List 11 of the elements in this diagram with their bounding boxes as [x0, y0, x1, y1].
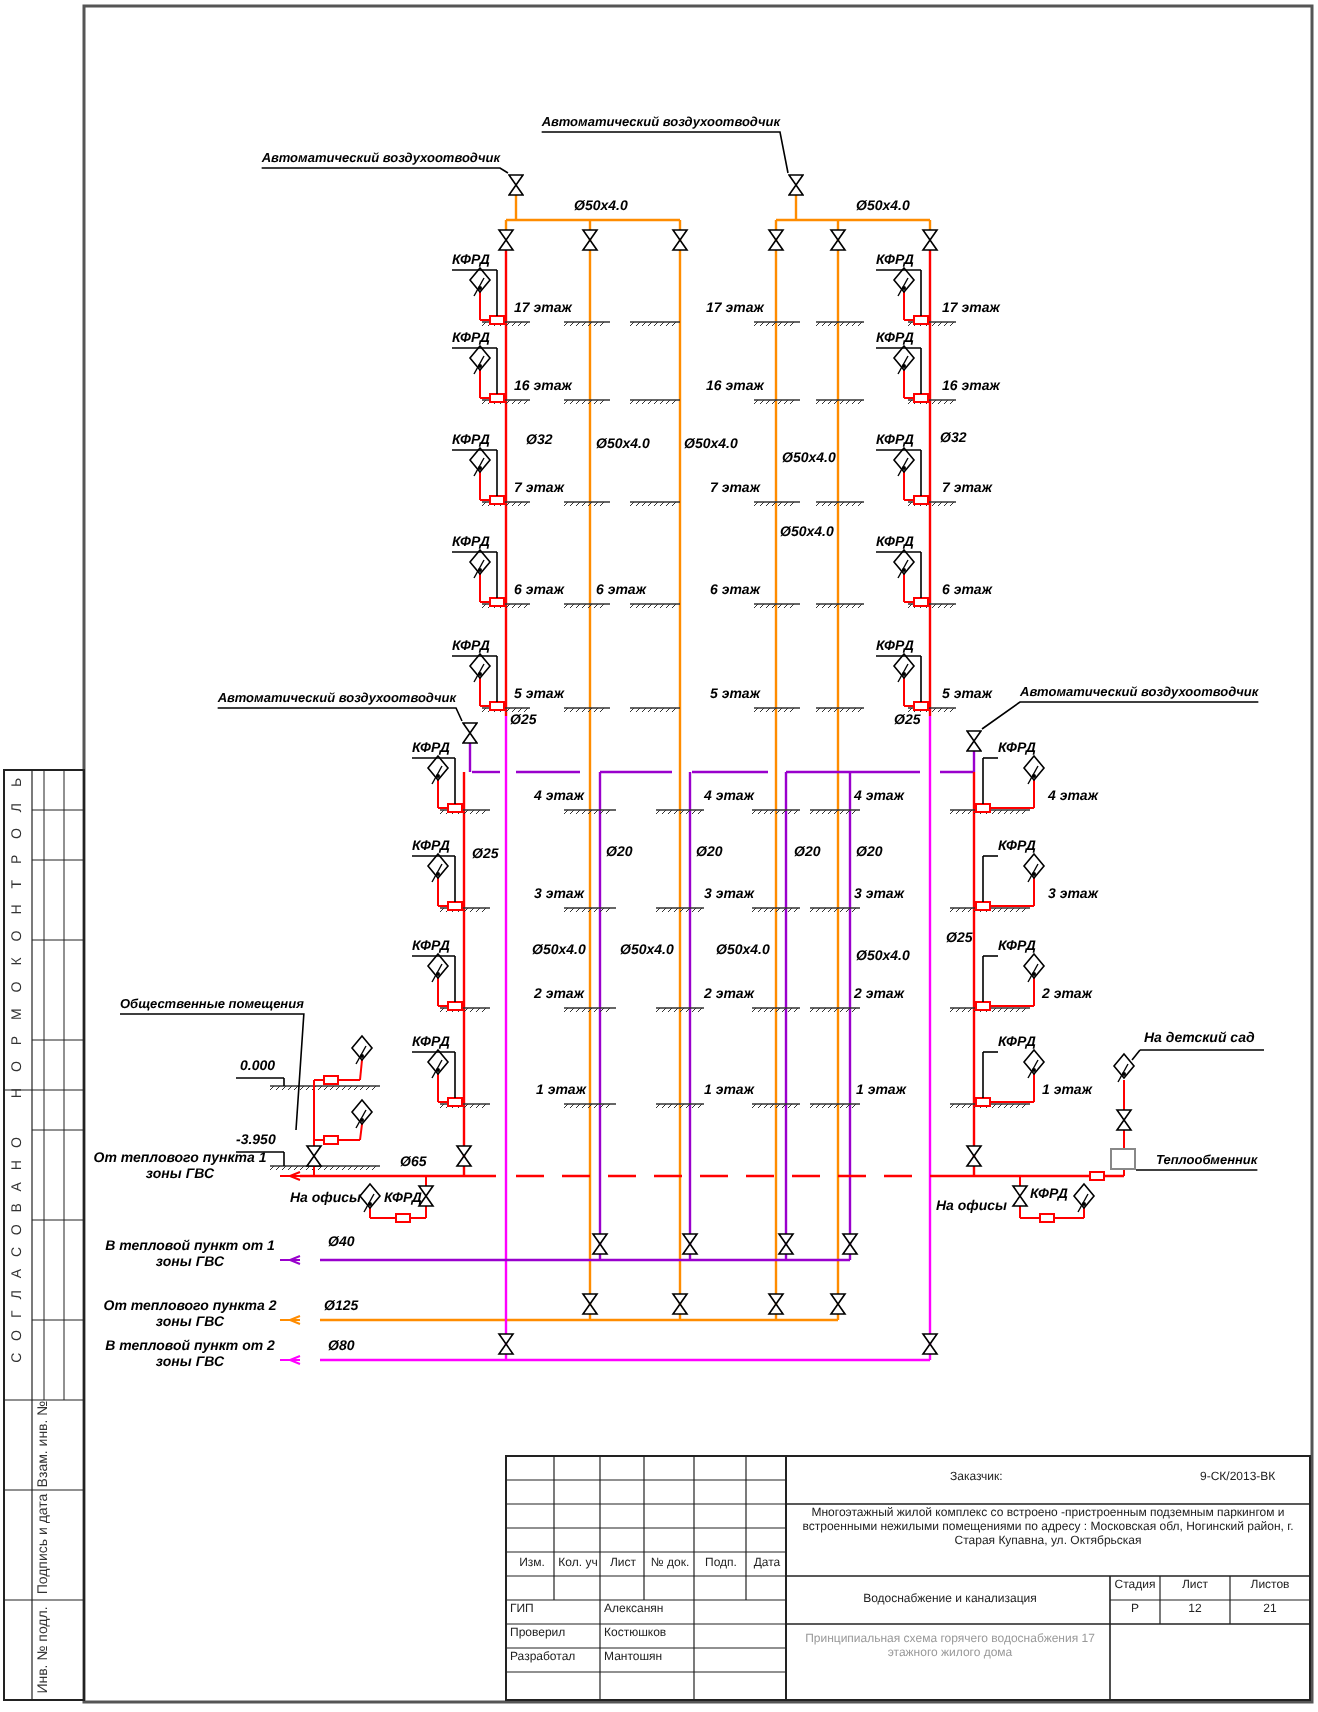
- leader-line: [119, 1013, 305, 1131]
- leader-line: [216, 707, 463, 722]
- leader-line: [260, 167, 509, 174]
- leader-line: [540, 131, 789, 174]
- air-vent-valve-icon: [508, 173, 524, 195]
- leader-line: [981, 701, 1260, 730]
- air-vent-valve-icon: [788, 173, 804, 195]
- air-vent-valve-icon: [966, 729, 982, 751]
- leader-line: [1135, 1169, 1259, 1171]
- heat-exchanger-box: [1110, 1148, 1136, 1170]
- air-vent-valve-icon: [462, 721, 478, 743]
